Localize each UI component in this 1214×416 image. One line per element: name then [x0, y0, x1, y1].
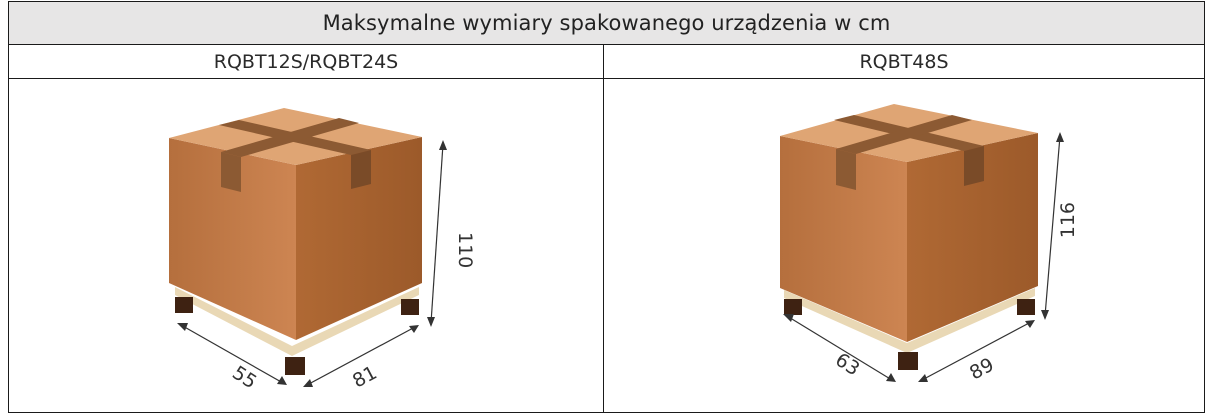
table-title-row: Maksymalne wymiary spakowanego urządzeni…	[9, 2, 1204, 45]
depth-arrow	[921, 321, 1032, 381]
height-label: 110	[454, 232, 476, 268]
pallet-foot	[1017, 299, 1035, 315]
table-title: Maksymalne wymiary spakowanego urządzeni…	[322, 11, 891, 35]
box-side-face	[907, 133, 1038, 342]
pallet-foot	[401, 299, 419, 315]
box-illustration-left: 110 55 81	[169, 108, 476, 394]
pallet-foot	[784, 299, 802, 315]
depth-label: 89	[966, 354, 998, 385]
box-tape	[836, 115, 972, 154]
model-row: RQBT12S/RQBT24S RQBT48S	[9, 45, 1204, 79]
dimensions-table: Maksymalne wymiary spakowanego urządzeni…	[8, 1, 1205, 413]
model-name-right: RQBT48S	[859, 50, 949, 73]
width-arrow	[180, 324, 284, 384]
box-tape	[836, 149, 856, 190]
box-tape	[351, 150, 371, 189]
width-label: 55	[228, 362, 260, 394]
width-arrow	[786, 315, 893, 381]
pallet-foot	[285, 357, 305, 375]
height-arrow	[1044, 135, 1061, 317]
box-tape	[221, 118, 359, 157]
model-name-left: RQBT12S/RQBT24S	[213, 50, 399, 73]
column-divider	[603, 45, 604, 412]
width-label: 63	[831, 349, 863, 381]
depth-arrow	[306, 326, 416, 386]
height-label: 116	[1057, 202, 1079, 238]
box-tape	[964, 146, 984, 186]
pallet-foot	[175, 297, 193, 313]
box-illustration-right: 116 63 89	[780, 104, 1079, 385]
pallet-foot	[898, 352, 918, 370]
depth-label: 81	[349, 362, 381, 393]
box-tape	[221, 152, 241, 192]
box-image-cell-left: 110 55 81	[9, 80, 603, 412]
box-image-cell-right: 116 63 89	[604, 80, 1204, 412]
box-front-face	[780, 136, 907, 342]
box-side-face	[296, 137, 422, 340]
height-arrow	[430, 143, 444, 324]
box-front-face	[169, 138, 296, 340]
